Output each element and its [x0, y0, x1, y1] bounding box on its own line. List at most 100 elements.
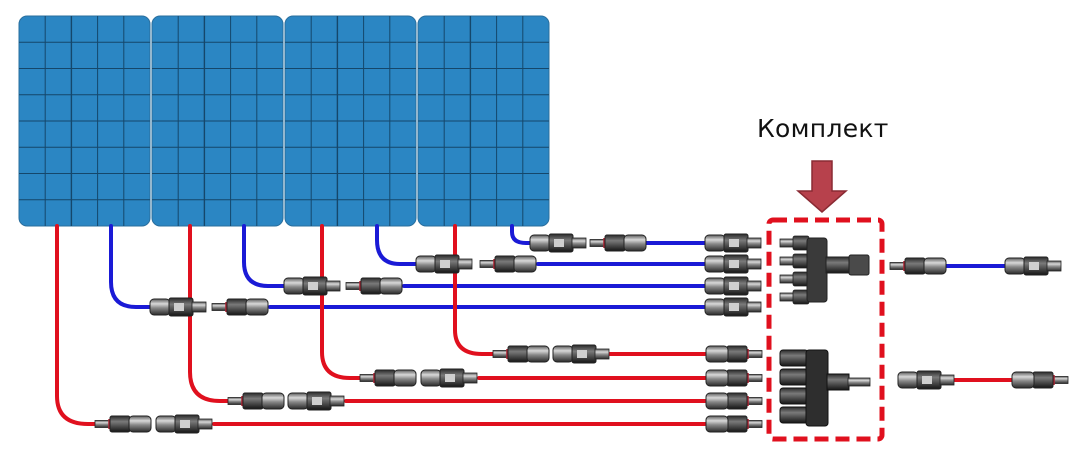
- branch-port: [779, 368, 809, 386]
- connector-body: [226, 298, 248, 316]
- connector-sleeve: [329, 395, 345, 407]
- mc4-female-connector: [897, 370, 955, 390]
- connector-barrel: [705, 369, 729, 387]
- connector-sleeve: [746, 258, 762, 270]
- solar-panel: [284, 15, 417, 227]
- connector-body: [374, 369, 396, 387]
- connector-body: [109, 415, 131, 433]
- connector-barrel: [704, 234, 726, 252]
- mc4-female-connector: [415, 254, 473, 274]
- connector-body: [507, 345, 529, 363]
- branch-port: [779, 387, 809, 405]
- mc4-male-connector: [589, 234, 647, 252]
- combiner-kit-border: [766, 217, 885, 442]
- mc4-female-connector: [704, 233, 762, 253]
- connector-barrel: [420, 369, 442, 387]
- connector-barrel: [897, 371, 919, 389]
- connector-barrel: [287, 392, 309, 410]
- connector-barrel: [1004, 257, 1026, 275]
- connector-body: [242, 392, 264, 410]
- mc4-female-connector: [529, 233, 587, 253]
- connector-barrel: [128, 415, 152, 433]
- connector-sleeve: [197, 418, 213, 430]
- connector-barrel: [149, 298, 171, 316]
- connector-body: [604, 234, 626, 252]
- branch-neck: [826, 373, 850, 391]
- positive-wire: [453, 224, 495, 356]
- mc4-male-connector: [479, 255, 537, 273]
- connector-barrel: [379, 277, 403, 295]
- connector-latch: [180, 420, 190, 428]
- mc4-male-connector: [227, 392, 285, 410]
- mc4-male-connector: [705, 369, 763, 387]
- mc4-male-connector: [94, 415, 152, 433]
- branch-pin: [779, 292, 795, 302]
- connector-latch: [445, 374, 455, 382]
- connector-barrel: [552, 345, 574, 363]
- negative-wire: [109, 224, 152, 309]
- branch-pin: [779, 238, 795, 248]
- positive-wire: [55, 224, 97, 426]
- connector-body: [1032, 371, 1054, 389]
- negative-wire: [375, 224, 418, 266]
- connector-sleeve: [939, 374, 955, 386]
- branch-pin: [779, 274, 795, 284]
- connector-latch: [922, 376, 932, 384]
- connector-barrel: [283, 277, 305, 295]
- branch-port: [779, 406, 809, 424]
- mc4-female-connector: [704, 297, 762, 317]
- solar-panels: [18, 15, 550, 227]
- branch-body: [805, 349, 829, 427]
- solar-panel: [18, 15, 151, 227]
- branch-pin: [779, 256, 795, 266]
- connector-body: [726, 415, 748, 433]
- mc4-male-connector: [889, 257, 947, 275]
- connector-barrel: [923, 257, 947, 275]
- mc4-male-connector: [211, 298, 269, 316]
- connector-sleeve: [325, 280, 341, 292]
- connector-barrel: [529, 234, 551, 252]
- connector-barrel: [245, 298, 269, 316]
- connector-body: [726, 392, 748, 410]
- connector-sleeve: [191, 301, 207, 313]
- mc4-female-connector: [420, 368, 478, 388]
- branch-connector-negative: [779, 235, 870, 305]
- connector-barrel: [155, 415, 177, 433]
- connector-latch: [577, 350, 587, 358]
- branch-connector-positive: [779, 349, 871, 427]
- connector-latch: [729, 239, 739, 247]
- branch-pin-outlet: [847, 377, 871, 387]
- branch-port: [779, 349, 809, 367]
- connector-sleeve: [746, 237, 762, 249]
- connector-sleeve: [1046, 260, 1062, 272]
- connector-body: [726, 345, 748, 363]
- mc4-female-connector: [552, 344, 610, 364]
- connector-body: [904, 257, 926, 275]
- solar-panel: [417, 15, 550, 227]
- connector-latch: [312, 397, 322, 405]
- mc4-male-connector: [345, 277, 403, 295]
- connector-sleeve: [571, 237, 587, 249]
- connector-latch: [554, 239, 564, 247]
- mc4-male-connector: [705, 345, 763, 363]
- combiner-kit: [766, 160, 885, 442]
- mc4-male-connector: [1011, 371, 1069, 389]
- kit-label: Комплект: [757, 114, 889, 143]
- connector-sleeve: [457, 258, 473, 270]
- connector-latch: [729, 282, 739, 290]
- mc4-male-connector: [359, 369, 417, 387]
- down-arrow-icon: [796, 160, 848, 213]
- connector-barrel: [393, 369, 417, 387]
- connector-sleeve: [746, 280, 762, 292]
- connector-latch: [174, 303, 184, 311]
- mc4-female-connector: [704, 254, 762, 274]
- connector-body: [360, 277, 382, 295]
- mc4-female-connector: [155, 414, 213, 434]
- connector-barrel: [526, 345, 550, 363]
- branch-body: [806, 237, 828, 303]
- mc4-female-connector: [149, 297, 207, 317]
- connector-latch: [729, 303, 739, 311]
- connectors: [94, 233, 1069, 434]
- positive-wire: [320, 224, 362, 380]
